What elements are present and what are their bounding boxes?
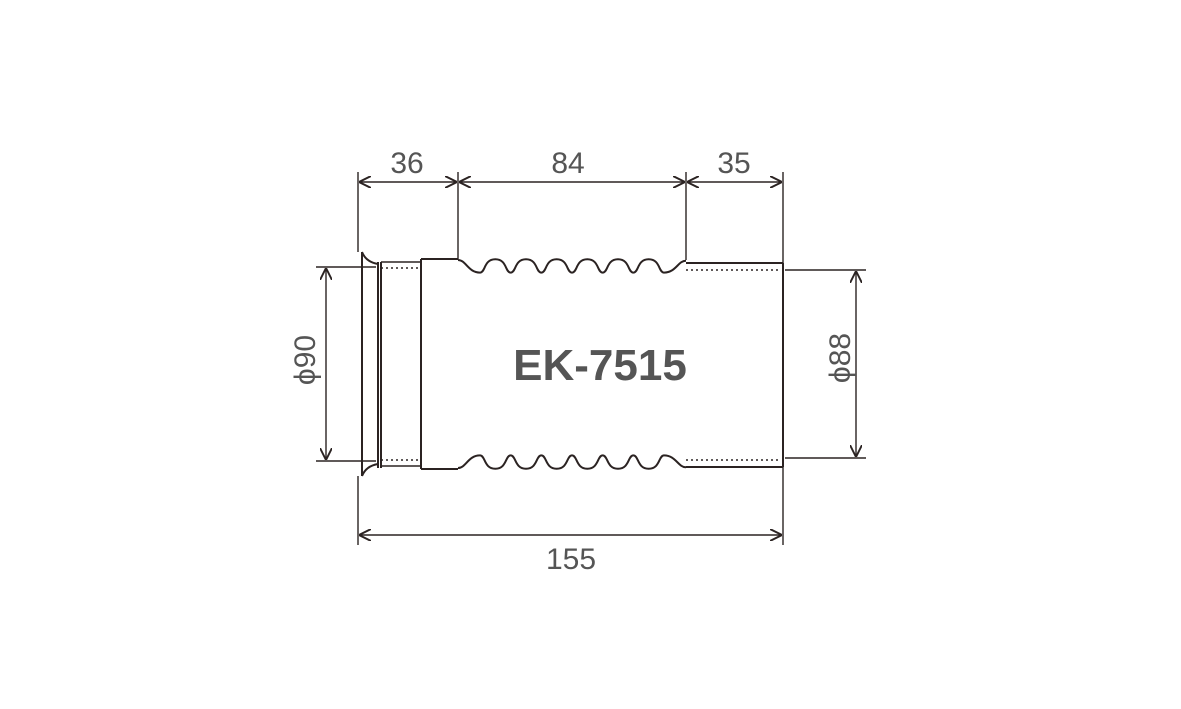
dim-bellows-length: 84 xyxy=(551,147,584,180)
bellows-top xyxy=(457,258,687,274)
dim-outlet-length: 35 xyxy=(717,147,750,180)
dimension-lines xyxy=(326,182,856,535)
extension-lines xyxy=(316,172,866,545)
model-number: EK-7515 xyxy=(513,341,687,390)
dim-overall-length: 155 xyxy=(546,543,596,576)
dim-inlet-diameter: ϕ90 xyxy=(289,335,322,385)
flange-lip xyxy=(361,251,379,477)
dim-flange-length: 36 xyxy=(390,147,423,180)
bellows-bottom xyxy=(457,454,687,470)
part-outline xyxy=(361,251,784,477)
dim-outlet-diameter: ϕ88 xyxy=(824,333,857,383)
